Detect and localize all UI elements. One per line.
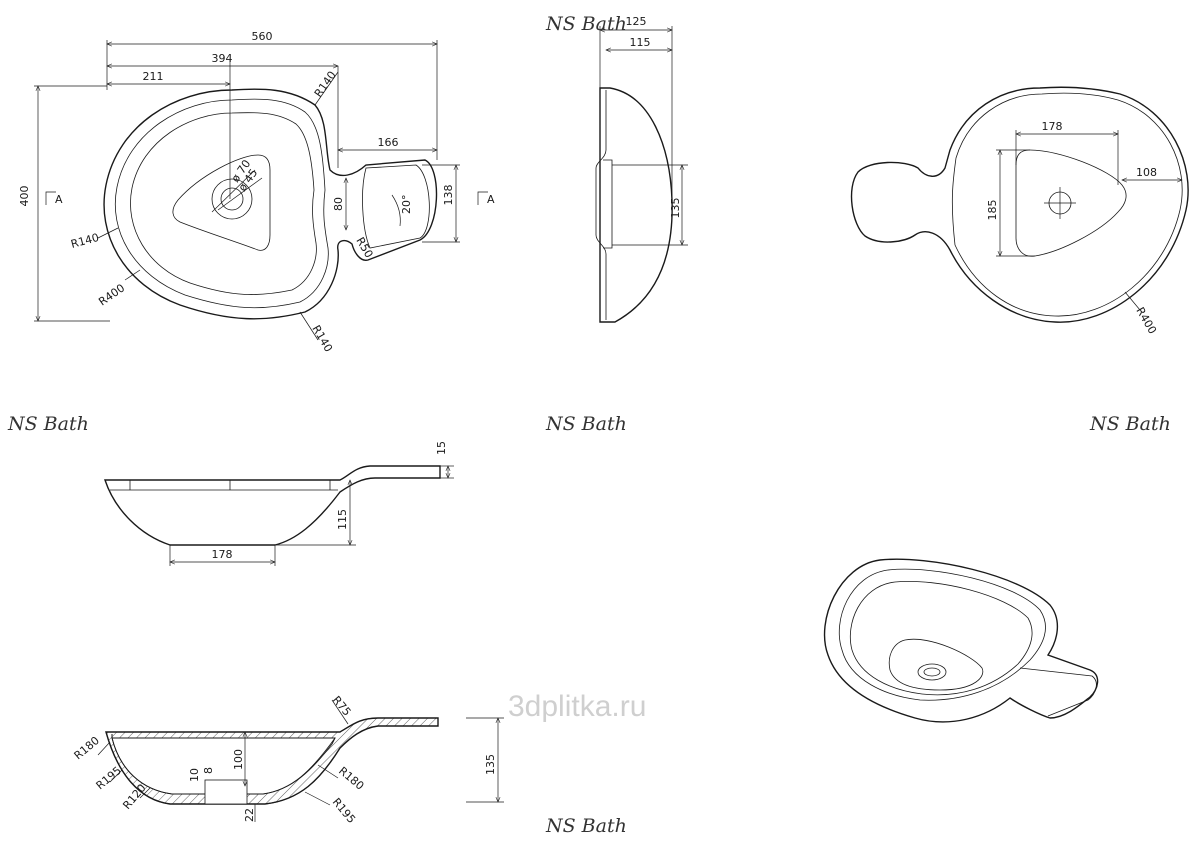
dim-80: 80	[332, 197, 345, 211]
handle-tab	[362, 164, 430, 249]
dim-185: 185	[986, 200, 999, 221]
section-mark-right: A	[487, 193, 495, 206]
dim-115: 115	[630, 36, 651, 49]
dim-10: 10	[188, 768, 201, 782]
dim-20deg: 20°	[400, 195, 413, 215]
bottom-view: 178 185 108 R400	[850, 86, 1189, 336]
dim-15: 15	[435, 441, 448, 455]
rim-inner	[114, 98, 329, 309]
dim-135-section: 135	[484, 754, 497, 775]
top-view: 560 394 211 R140 166 400 A A R140 R400 R…	[18, 30, 495, 354]
front-view: 15 115 178	[104, 441, 454, 566]
side-profile	[599, 87, 673, 323]
side-view: 125 115 135	[595, 15, 688, 323]
dim-125: 125	[626, 15, 647, 28]
section-arrow-left	[45, 191, 56, 205]
dim-r180-left: R180	[72, 734, 102, 762]
dim-138: 138	[442, 185, 455, 206]
dim-8: 8	[202, 767, 215, 774]
dim-r140-left: R140	[69, 231, 100, 251]
brand-logo-left: NS Bath	[7, 413, 89, 435]
dim-r195-left: R195	[94, 764, 124, 792]
dim-r195-right: R195	[330, 796, 358, 826]
perspective-view	[823, 558, 1099, 723]
dim-r50: R50	[353, 235, 375, 260]
drain-inner	[220, 187, 244, 211]
dim-115-front: 115	[336, 509, 349, 530]
watermark: 3dplitka.ru	[508, 690, 646, 723]
dim-r140-bottom: R140	[309, 323, 335, 354]
section-hatched	[105, 717, 439, 805]
dim-108: 108	[1136, 166, 1157, 179]
section-arrow-right	[477, 191, 488, 205]
dim-r400: R400	[96, 281, 127, 308]
bowl-inner	[130, 112, 317, 295]
dim-400: 400	[18, 186, 31, 207]
dim-r75: R75	[330, 694, 354, 719]
brand-logo-right: NS Bath	[1089, 413, 1171, 435]
dim-178-bottom: 178	[1042, 120, 1063, 133]
brand-logo-bottom: NS Bath	[545, 815, 627, 837]
drain-section	[204, 779, 248, 805]
dim-r180-right: R180	[336, 764, 366, 792]
dim-135: 135	[669, 198, 682, 219]
drain-outer	[211, 178, 253, 220]
dim-r140-top: R140	[312, 69, 339, 100]
perspective-outline	[823, 558, 1099, 723]
perspective-recess	[888, 638, 984, 691]
bottom-outline	[850, 86, 1189, 323]
basin-outline	[103, 88, 438, 320]
brand-logo-top: NS Bath	[545, 13, 627, 35]
front-profile	[104, 465, 441, 546]
dim-560: 560	[252, 30, 273, 43]
dim-394: 394	[212, 52, 233, 65]
dim-166: 166	[378, 136, 399, 149]
drain-recess	[172, 154, 271, 251]
section-view: 100 10 8 22 R75 R180 R195 R120 R180 R195…	[72, 694, 504, 826]
dim-100: 100	[232, 749, 245, 770]
dim-r400-bottom: R400	[1133, 305, 1159, 336]
section-mark-left: A	[55, 193, 63, 206]
dim-22: 22	[243, 808, 256, 822]
dim-178-front: 178	[212, 548, 233, 561]
dim-211: 211	[143, 70, 164, 83]
brand-logo-middle: NS Bath	[545, 413, 627, 435]
